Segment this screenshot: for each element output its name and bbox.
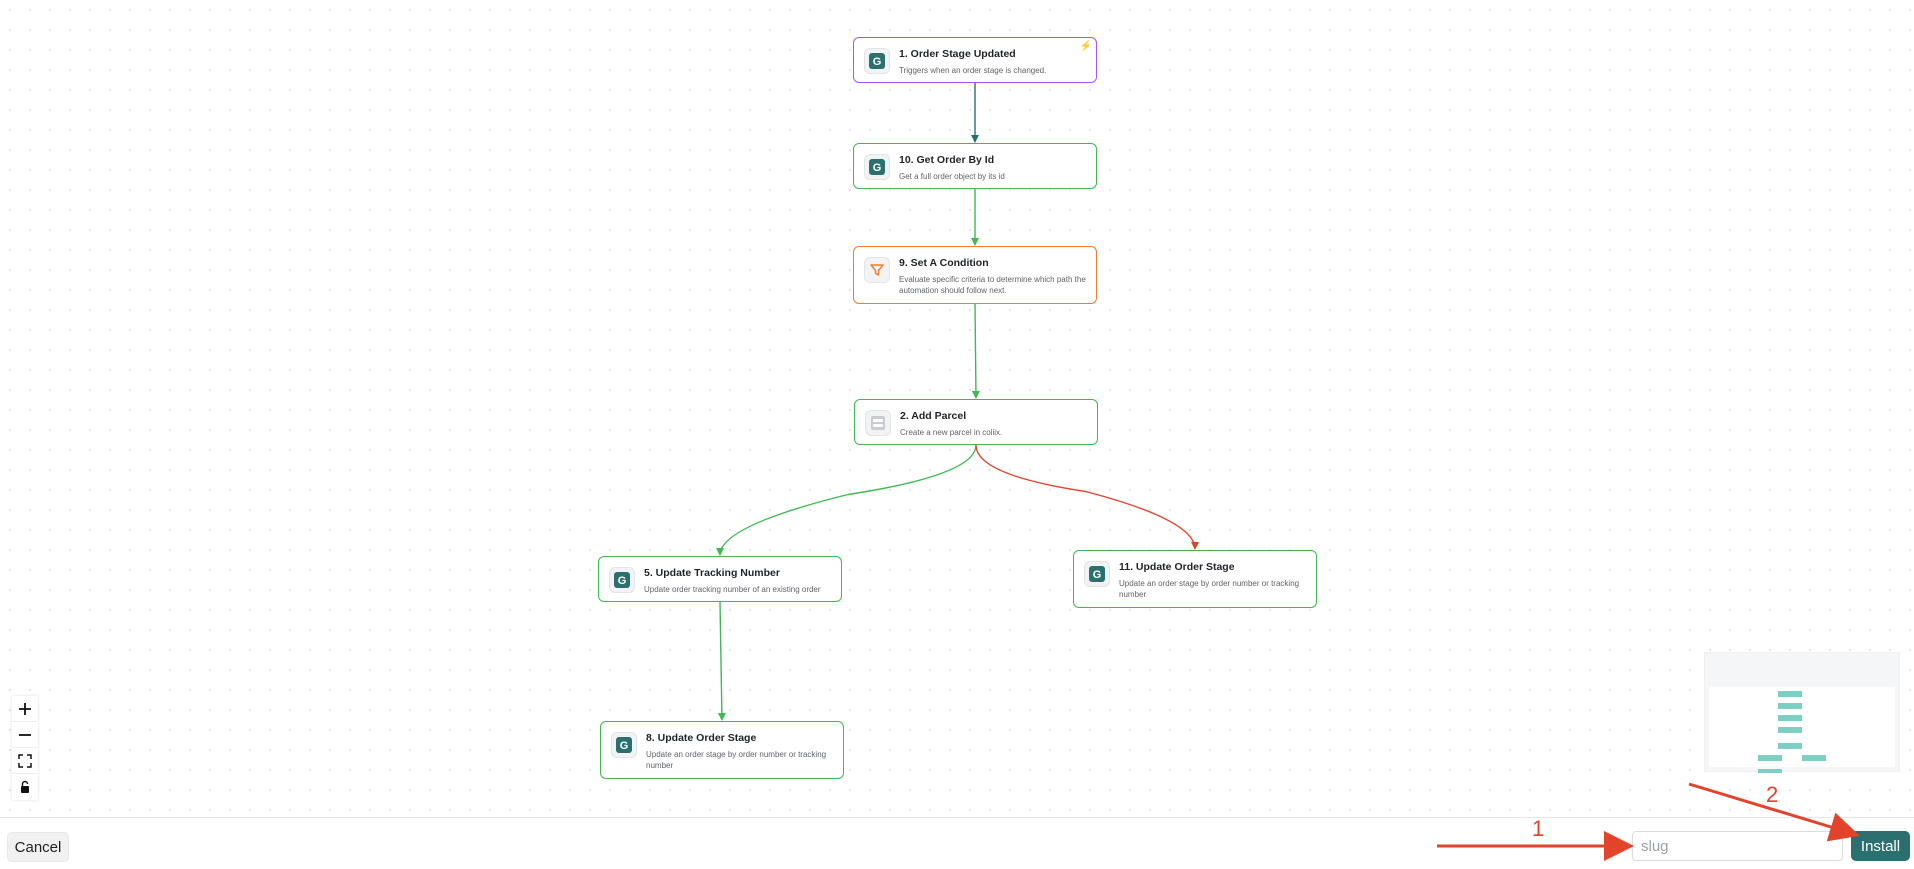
app-logo-icon: G bbox=[864, 48, 890, 74]
minimap-viewport bbox=[1709, 687, 1895, 767]
node-description: Update an order stage by order number or… bbox=[1119, 579, 1300, 599]
zoom-controls bbox=[12, 696, 38, 800]
edges-layer bbox=[716, 83, 1199, 721]
annotation-number-1: 1 bbox=[1532, 816, 1545, 841]
minimap-node bbox=[1758, 755, 1782, 761]
lock-icon bbox=[21, 780, 29, 793]
node-description: Get a full order object by its id bbox=[899, 172, 1005, 181]
app-logo-icon: G bbox=[1084, 561, 1110, 587]
lock-button[interactable] bbox=[12, 774, 38, 800]
fit-view-icon bbox=[18, 753, 32, 768]
app-logo-icon: G bbox=[611, 732, 637, 758]
svg-text:G: G bbox=[618, 575, 627, 587]
workflow-canvas[interactable]: G 1. Order Stage Updated Triggers when a… bbox=[0, 0, 1914, 817]
minimap-node bbox=[1778, 743, 1802, 749]
node-description: Evaluate specific criteria to determine … bbox=[899, 275, 1086, 295]
edge-n9-n2 bbox=[971, 303, 980, 399]
zoom-out-icon bbox=[19, 733, 31, 736]
node-title: 10. Get Order By Id bbox=[899, 154, 995, 166]
svg-text:G: G bbox=[620, 740, 629, 752]
svg-text:G: G bbox=[873, 162, 882, 174]
fit-view-button[interactable] bbox=[12, 748, 38, 774]
node-set-a-condition[interactable]: 9. Set A Condition Evaluate specific cri… bbox=[853, 246, 1097, 304]
node-get-order-by-id[interactable]: G 10. Get Order By Id Get a full order o… bbox=[853, 143, 1097, 189]
footer-bar: Cancel Install bbox=[0, 817, 1914, 869]
minimap-node bbox=[1778, 727, 1802, 733]
node-title: 11. Update Order Stage bbox=[1119, 561, 1235, 573]
minimap-node bbox=[1778, 691, 1802, 697]
zoom-in-icon bbox=[19, 702, 31, 715]
node-order-stage-updated[interactable]: G 1. Order Stage Updated Triggers when a… bbox=[853, 37, 1097, 83]
install-button[interactable]: Install bbox=[1851, 831, 1910, 861]
minimap-node bbox=[1758, 769, 1782, 773]
edge-n5-n8 bbox=[717, 601, 726, 721]
slug-input[interactable] bbox=[1632, 831, 1843, 861]
trigger-bolt-icon: ⚡ bbox=[1079, 41, 1092, 52]
node-title: 8. Update Order Stage bbox=[646, 732, 757, 744]
node-update-order-stage-8[interactable]: G 8. Update Order Stage Update an order … bbox=[600, 721, 844, 779]
node-title: 2. Add Parcel bbox=[900, 410, 967, 422]
svg-text:G: G bbox=[1093, 569, 1102, 581]
app-logo-icon: G bbox=[609, 567, 635, 593]
minimap-node bbox=[1778, 715, 1802, 721]
parcel-icon bbox=[865, 410, 891, 436]
node-add-parcel[interactable]: 2. Add Parcel Create a new parcel in col… bbox=[854, 399, 1098, 445]
zoom-in-button[interactable] bbox=[12, 696, 38, 722]
cancel-button[interactable]: Cancel bbox=[7, 832, 69, 862]
node-update-tracking-number[interactable]: G 5. Update Tracking Number Update order… bbox=[598, 556, 842, 602]
annotation-number-2: 2 bbox=[1766, 782, 1779, 807]
node-description: Triggers when an order stage is changed. bbox=[899, 66, 1047, 75]
svg-text:G: G bbox=[873, 56, 882, 68]
minimap-node bbox=[1778, 703, 1802, 709]
minimap[interactable] bbox=[1704, 652, 1900, 773]
node-update-order-stage-11[interactable]: G 11. Update Order Stage Update an order… bbox=[1073, 550, 1317, 608]
edge-n2-n11 bbox=[975, 444, 1199, 550]
node-title: 1. Order Stage Updated bbox=[899, 48, 1016, 60]
node-description: Create a new parcel in coliix. bbox=[900, 428, 1003, 437]
edge-n2-n5 bbox=[716, 444, 977, 556]
app-logo-icon: G bbox=[864, 154, 890, 180]
node-description: Update order tracking number of an exist… bbox=[644, 585, 821, 594]
node-title: 5. Update Tracking Number bbox=[644, 567, 780, 579]
minimap-node bbox=[1802, 755, 1826, 761]
node-description: Update an order stage by order number or… bbox=[646, 750, 827, 770]
node-title: 9. Set A Condition bbox=[899, 257, 989, 269]
filter-icon bbox=[864, 257, 890, 283]
zoom-out-button[interactable] bbox=[12, 722, 38, 748]
